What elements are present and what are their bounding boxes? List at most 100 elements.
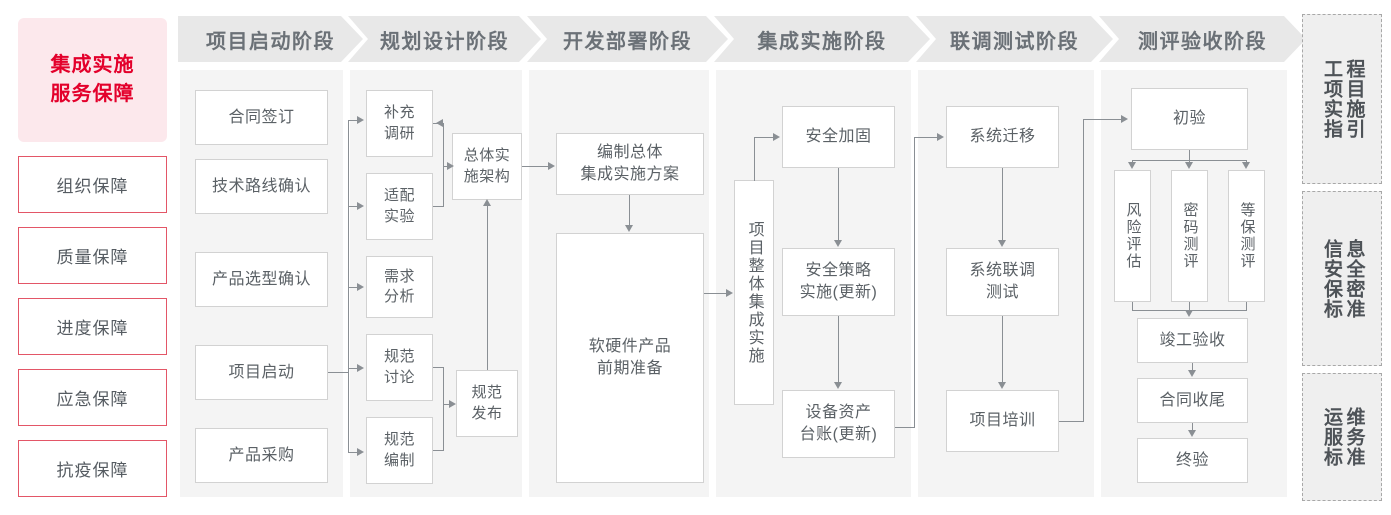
- standard-vertical-text: 程目施引 工项实指: [1320, 59, 1365, 139]
- standard-vertical-text: 维务准 运服标: [1320, 407, 1365, 467]
- standard-col-right: 维务准: [1343, 407, 1365, 467]
- node-final-acceptance[interactable]: 终验: [1137, 438, 1248, 483]
- phase-header-5[interactable]: 联调测试阶段: [916, 16, 1113, 62]
- node-adaptation-experiment[interactable]: 适配实验: [366, 173, 433, 240]
- connector-spec-drafting-bracket: [433, 450, 444, 452]
- node-hw-sw-preparation[interactable]: 软硬件产品前期准备: [556, 233, 704, 483]
- connector-closeout-to-final: [1192, 423, 1194, 431]
- connector-integration-up: [754, 137, 756, 181]
- connector-spec-discussion-bracket: [433, 367, 444, 369]
- standard-col-left: 运服标: [1321, 407, 1342, 467]
- connector-spine-to-spec-drafting: [348, 452, 359, 454]
- node-asset-ledger-update[interactable]: 设备资产台账(更新): [782, 390, 895, 458]
- rail-item-schedule[interactable]: 进度保障: [18, 298, 167, 355]
- node-preliminary-acceptance[interactable]: 初验: [1131, 88, 1248, 150]
- node-label: 适配实验: [383, 187, 415, 225]
- left-rail-title-line-2: 服务保障: [50, 83, 135, 105]
- node-tech-route-confirm[interactable]: 技术路线确认: [195, 159, 328, 214]
- connector-joint-test-to-training: [1002, 316, 1004, 383]
- arrow-to-joint-test: [998, 240, 1006, 247]
- rail-item-quality[interactable]: 质量保障: [18, 227, 167, 284]
- connector-to-migration: [914, 137, 939, 139]
- arrow-to-final: [1188, 430, 1196, 437]
- node-label: 系统联调测试: [969, 262, 1036, 301]
- node-system-joint-test[interactable]: 系统联调测试: [946, 248, 1059, 316]
- connector-bracket-to-spec-release: [443, 404, 450, 406]
- arrow-to-training: [998, 382, 1006, 389]
- node-contract-closeout[interactable]: 合同收尾: [1137, 378, 1248, 423]
- phase-header-6[interactable]: 测评验收阶段: [1099, 16, 1306, 62]
- connector-to-preliminary: [1083, 119, 1123, 121]
- connector-spec-release-to-architecture: [487, 206, 489, 370]
- node-crypto-evaluation[interactable]: 密码测评: [1171, 170, 1208, 302]
- standard-infosec-confidentiality[interactable]: 息全密准 信安保标: [1302, 191, 1382, 366]
- node-product-procurement[interactable]: 产品采购: [195, 428, 328, 483]
- left-rail-title: 集成实施 服务保障: [18, 18, 167, 142]
- node-spec-discussion[interactable]: 规范讨论: [366, 334, 433, 401]
- connector-ledger-right: [895, 427, 915, 429]
- node-label: 设备资产台账(更新): [799, 404, 878, 443]
- connector-kickoff-to-spine: [328, 372, 349, 374]
- node-label: 规范发布: [471, 384, 503, 422]
- node-label: 规范讨论: [383, 348, 415, 386]
- arrow-to-mlps: [1242, 162, 1250, 169]
- arrow-to-ledger: [834, 382, 842, 389]
- arrow-to-preliminary: [1121, 114, 1128, 123]
- arrow-to-spec-discussion: [357, 363, 364, 372]
- node-security-hardening[interactable]: 安全加固: [782, 106, 895, 168]
- node-label: 需求分析: [383, 267, 415, 305]
- phase-header-2[interactable]: 规划设计阶段: [348, 16, 541, 62]
- arrow-to-plan: [548, 161, 555, 170]
- arrow-to-adaptation: [357, 201, 364, 210]
- connector-training-right: [1059, 421, 1084, 423]
- connector-adaptation-bracket: [433, 206, 444, 208]
- arrow-to-closeout: [1188, 370, 1196, 377]
- node-label: 编制总体集成实施方案: [580, 144, 680, 183]
- connector-preliminary-down: [1189, 150, 1191, 161]
- node-label: 规范编制: [383, 431, 415, 469]
- node-spec-release[interactable]: 规范发布: [456, 370, 518, 437]
- node-mlps-evaluation[interactable]: 等保测评: [1228, 170, 1265, 302]
- connector-spine-to-requirement: [348, 287, 359, 289]
- node-overall-project-integration[interactable]: 项目整体集成实施: [734, 180, 774, 405]
- arrow-to-spec-release: [449, 399, 456, 408]
- node-overall-implementation-architecture[interactable]: 总体实施架构: [452, 133, 522, 200]
- arrow-up-to-architecture: [482, 199, 491, 206]
- connector-policy-to-ledger: [838, 316, 840, 383]
- connector-plan-to-preparation: [629, 195, 631, 226]
- connector-risk-down: [1132, 302, 1134, 311]
- arrow-to-architecture: [447, 161, 454, 170]
- node-supplementary-research[interactable]: 补充调研: [366, 90, 433, 157]
- connector-spine-to-spec-discussion: [348, 368, 359, 370]
- node-contract-signing[interactable]: 合同签订: [195, 90, 328, 145]
- standard-col-left: 工项实指: [1321, 59, 1342, 139]
- connector-preparation-to-integration: [704, 293, 727, 295]
- phase-header-1[interactable]: 项目启动阶段: [178, 16, 363, 62]
- connector-fan-mlps: [1246, 160, 1248, 163]
- node-system-migration[interactable]: 系统迁移: [946, 106, 1059, 168]
- phase-header-3[interactable]: 开发部署阶段: [527, 16, 728, 62]
- standard-engineering-guide[interactable]: 程目施引 工项实指: [1302, 14, 1382, 184]
- node-completion-acceptance[interactable]: 竣工验收: [1137, 318, 1248, 363]
- standard-ops-service[interactable]: 维务准 运服标: [1302, 373, 1382, 501]
- connector-fan-crypto: [1189, 160, 1191, 163]
- arrow-to-completion: [1185, 310, 1193, 317]
- rail-item-organization[interactable]: 组织保障: [18, 156, 167, 213]
- rail-item-emergency[interactable]: 应急保障: [18, 369, 167, 426]
- connector-integration-to-hardening: [754, 137, 775, 139]
- connector-bracket-vertical-top: [443, 123, 445, 206]
- node-project-training[interactable]: 项目培训: [946, 390, 1059, 452]
- node-project-kickoff[interactable]: 项目启动: [195, 345, 328, 400]
- node-product-model-confirm[interactable]: 产品选型确认: [195, 252, 328, 307]
- node-security-policy-impl[interactable]: 安全策略实施(更新): [782, 248, 895, 316]
- connector-bracket-vertical-bottom: [443, 367, 445, 450]
- node-overall-integration-plan[interactable]: 编制总体集成实施方案: [556, 133, 704, 195]
- arrow-to-preparation: [625, 225, 633, 232]
- phase-header-4[interactable]: 集成实施阶段: [714, 16, 930, 62]
- connector-architecture-to-plan: [522, 166, 549, 168]
- connector-crypto-down: [1189, 302, 1191, 311]
- node-requirement-analysis[interactable]: 需求分析: [366, 256, 433, 318]
- node-risk-assessment[interactable]: 风险评估: [1114, 170, 1151, 302]
- rail-item-epidemic[interactable]: 抗疫保障: [18, 440, 167, 497]
- node-spec-drafting[interactable]: 规范编制: [366, 417, 433, 484]
